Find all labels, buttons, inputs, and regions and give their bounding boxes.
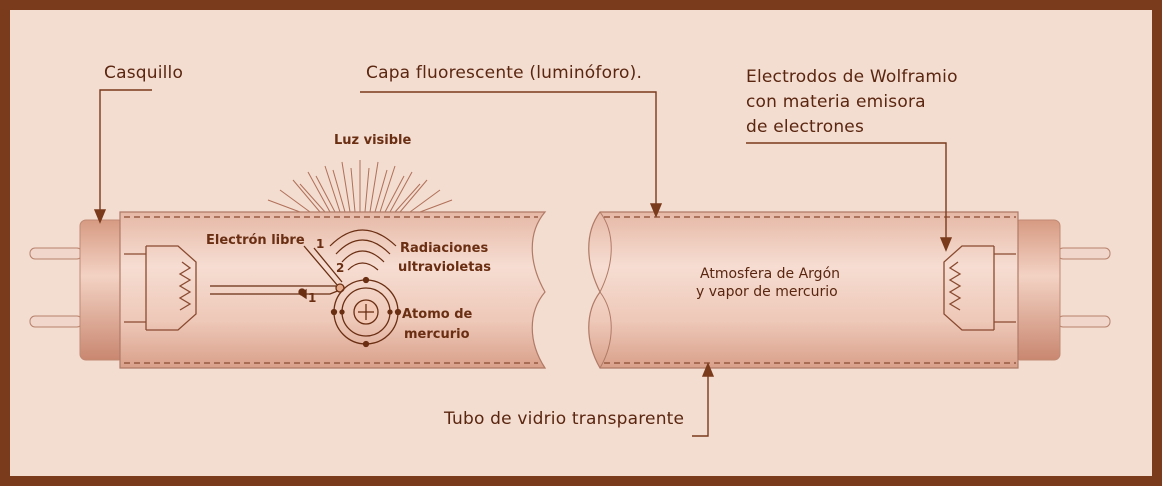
- label-number-2: 2: [336, 261, 345, 275]
- right-pins: [1057, 247, 1111, 328]
- uv-waves: [329, 229, 397, 271]
- right-electrode: [943, 245, 1016, 331]
- left-electrode: [124, 245, 197, 331]
- right-cap: [1013, 219, 1061, 361]
- label-atmosfera-line1: Atmosfera de Argón: [700, 266, 841, 282]
- label-electron-libre: Electrón libre: [206, 233, 305, 248]
- label-casquillo: Casquillo: [104, 63, 184, 83]
- label-electrodos-line1: Electrodos de Wolframio: [746, 67, 958, 87]
- label-atmosfera-line2: y vapor de mercurio: [696, 284, 838, 300]
- label-tubo-vidrio: Tubo de vidrio transparente: [444, 409, 685, 429]
- visible-light-rays: [267, 160, 453, 213]
- label-radiaciones-line1: Radiaciones: [400, 241, 489, 256]
- label-capa-fluorescente: Capa fluorescente (luminóforo).: [366, 63, 643, 83]
- mercury-atom: [330, 276, 402, 348]
- right-tube-end: [599, 211, 612, 369]
- left-tube-segment: [119, 211, 547, 369]
- label-luz-visible: Luz visible: [334, 133, 412, 148]
- label-electrodos-line2: con materia emisora: [746, 92, 926, 112]
- left-cap: [79, 219, 125, 361]
- label-electrodos-line3: de electrones: [746, 117, 865, 137]
- electron-path: [210, 245, 345, 300]
- label-atomo-line1: Atomo de: [402, 307, 473, 322]
- label-number-1-upper: 1: [316, 237, 325, 251]
- left-pins: [29, 247, 83, 328]
- fluorescent-coating: [124, 216, 1016, 364]
- label-number-1-lower: 1: [308, 291, 317, 305]
- right-tube-segment: [588, 211, 1019, 369]
- label-radiaciones-line2: ultravioletas: [398, 260, 491, 275]
- leader-lines: [93, 89, 953, 437]
- label-atomo-line2: mercurio: [404, 327, 470, 342]
